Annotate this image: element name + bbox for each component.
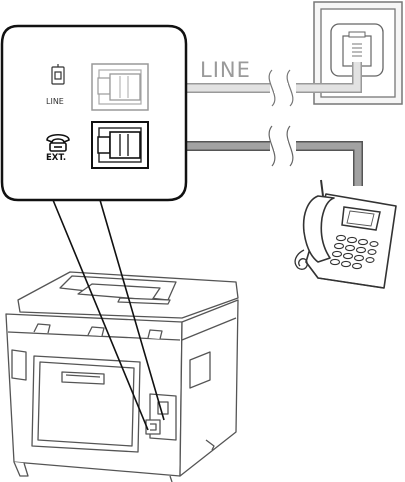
line-cable-label: LINE (200, 58, 251, 82)
ext-port (92, 122, 148, 168)
ext-port-label: EXT. (46, 153, 66, 163)
line-port (92, 64, 148, 110)
line-port-label: LINE (46, 97, 64, 106)
port-callout (2, 26, 186, 200)
printer (6, 272, 238, 482)
telephone (295, 180, 396, 288)
